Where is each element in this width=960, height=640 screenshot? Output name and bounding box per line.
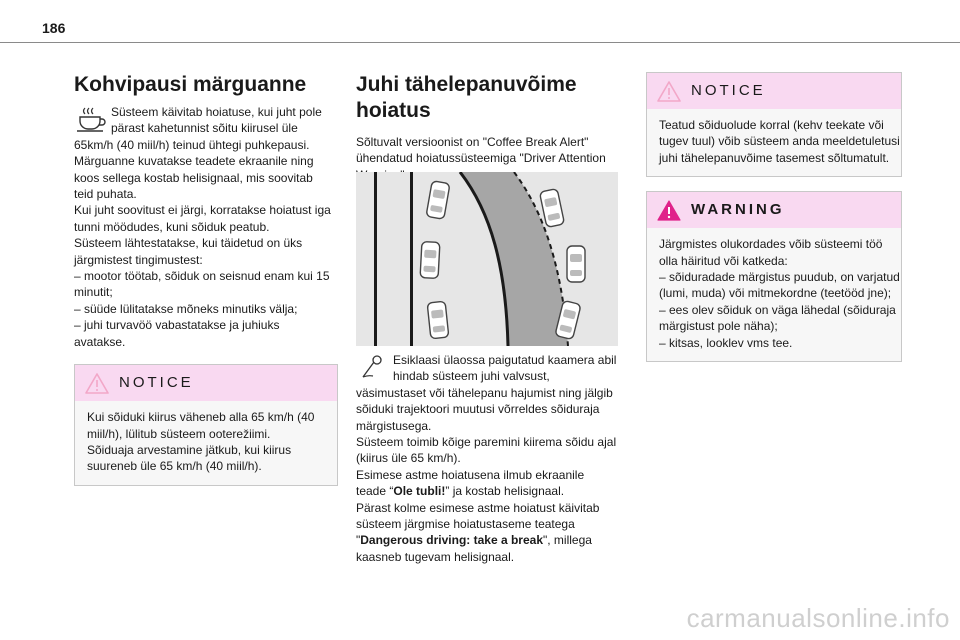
text-line: väsimustaset või tähelepanu hajumist nin… [356,385,613,400]
text-line: märgistusega. [356,418,432,433]
text-line: sõiduki trajektoori muutusi võrreldes sõ… [356,402,600,417]
text-line: Sõiduaja arvestamine jätkub, kui kiirus [87,442,292,457]
notice-header: NOTICE [75,365,337,402]
text-line: tunni möödudes, kuni sõiduk peatub. [74,219,270,234]
text-line: Pärast kolme esimese astme hoiatust käiv… [356,500,600,515]
text-line: – ees olev sõiduk on väga lähedal (sõidu… [659,302,896,317]
text-line: Süsteem käivitab hoiatuse, kui juht pole [111,105,322,119]
notice-header: NOTICE [647,73,901,109]
text-line: märgistust pole näha); [659,319,778,334]
notice-box-right: NOTICE Teatud sõiduolude korral (kehv te… [646,72,902,178]
text-line: Esiklaasi ülaossa paigutatud kaamera abi… [393,353,617,367]
text-line: 65km/h (40 miil/h) teinud ühtegi puhkepa… [74,137,310,152]
text-line: koos sellega kostab helisignaal, mis soo… [74,170,313,185]
text-line: (lumi, muda) või mitmekordne (teetööd jn… [659,286,892,301]
text-line: hindab süsteem juhi valvsust, [393,369,550,384]
text-line: ühendatud hoiatussüsteemiga "Driver Atte… [356,151,606,166]
text-line: – sõiduradade märgistus puudub, on varja… [659,270,900,285]
text-line: avatakse. [74,334,126,349]
text-line: suureneb üle 65 km/h (40 miil/h). [87,459,262,474]
text-line: – mootor töötab, sõiduk on seisnud enam … [74,269,330,284]
notice-heading: NOTICE [691,82,766,99]
section-title-coffee-break: Kohvipausi märguanne [74,73,307,96]
notice-box-left: NOTICE Kui sõiduki kiirus väheneb alla 6… [74,364,338,486]
page-number: 186 [42,20,66,36]
top-divider [0,42,960,43]
warning-header: WARNING [647,192,901,229]
warning-heading: WARNING [691,201,785,219]
text-line: Kui juht soovitust ei järgi, korratakse … [74,203,331,218]
driver-attention-section: Juhi tähelepanuvõime hoiatus Sõltuvalt v… [356,72,618,183]
text-line: Märguanne kuvatakse teadete ekraanile ni… [74,154,314,169]
text-line: kaasneb tugevam helisignaal. [356,549,515,564]
title-line: hoiatus [356,99,431,122]
camera-lens-icon [362,355,382,378]
car-icon [426,300,450,340]
text-line: tugev tuul) võib süsteem anda meeldetule… [659,134,900,149]
text-line: Sõltuvalt versioonist on "Coffee Break A… [356,135,589,149]
text-line: Esimese astme hoiatusena ilmub ekraanile [356,467,585,482]
section-title-driver-attention: Juhi tähelepanuvõime hoiatus [356,72,586,124]
text-line: teid puhata. [74,187,137,202]
road-diagram [356,172,618,346]
notice-body: Kui sõiduki kiirus väheneb alla 65 km/h … [75,401,337,485]
text-line: – juhi turvavöö vabastatakse ja juhiuks [74,318,280,333]
text-line: olla häiritud või katkeda: [659,253,788,268]
warning-triangle-icon [657,81,681,102]
coffee-break-text: Süsteem käivitab hoiatuse, kui juht pole… [74,104,338,350]
text-line: järgmistest tingimustest: [74,252,203,267]
text-line: Kui sõiduki kiirus väheneb alla 65 km/h … [87,410,315,425]
text-line: pärast kahetunnist sõitu kiirusel üle [111,121,298,136]
notice-body: Teatud sõiduolude korral (kehv teekate v… [647,109,901,176]
text-line: Süsteem toimib kõige paremini kiirema sõ… [356,435,617,450]
driver-attention-text: Esiklaasi ülaossa paigutatud kaamera abi… [356,352,618,565]
warning-box: WARNING Järgmistes olukordades võib süst… [646,191,902,363]
driver-attention-body-wrap: Esiklaasi ülaossa paigutatud kaamera abi… [356,352,618,565]
coffee-break-body: Süsteem käivitab hoiatuse, kui juht pole… [74,104,338,350]
coffee-cup-icon [77,107,106,132]
warning-triangle-icon [657,200,681,221]
coffee-break-section: Kohvipausi märguanne Süsteem käivitab ho… [74,72,338,486]
text-line: Teatud sõiduolude korral (kehv teekate v… [659,118,884,132]
text-line: miil/h), lülitub süsteem ooterežiimi. [87,426,271,441]
text-line: – kitsas, looklev vms tee. [659,335,793,350]
driver-attention-body: Esiklaasi ülaossa paigutatud kaamera abi… [356,352,618,565]
text-line: Järgmistes olukordades võib süsteemi töö [659,237,883,252]
right-column: NOTICE Teatud sõiduolude korral (kehv te… [646,72,902,363]
text-line: juhi tähelepanuvõime tasemest sõltumatul… [659,150,890,165]
car-icon [539,188,565,228]
car-icon [555,300,581,340]
text-line: Süsteem lähtestatakse, kui täidetud on ü… [74,236,303,251]
text-line: "Dangerous driving: take a break", mille… [356,533,592,548]
watermark: carmanualsonline.info [686,603,950,633]
car-icon [419,241,441,279]
text-line: – süüde lülitatakse mõneks minutiks välj… [74,301,298,316]
text-line: teade “Ole tubli!” ja kostab helisignaal… [356,484,565,499]
notice-heading: NOTICE [119,374,194,392]
car-icon [566,245,586,283]
text-line: süsteem järgmise hoiatustaseme teatega [356,517,575,532]
text-line: minutit; [74,285,113,300]
text-line: (kiirus üle 65 km/h). [356,451,461,466]
warning-triangle-icon [85,373,109,394]
lane-departure-illustration [356,172,618,346]
car-icon [426,180,450,220]
warning-body: Järgmistes olukordades võib süsteemi töö… [647,228,901,361]
title-line: Juhi tähelepanuvõime [356,73,577,96]
